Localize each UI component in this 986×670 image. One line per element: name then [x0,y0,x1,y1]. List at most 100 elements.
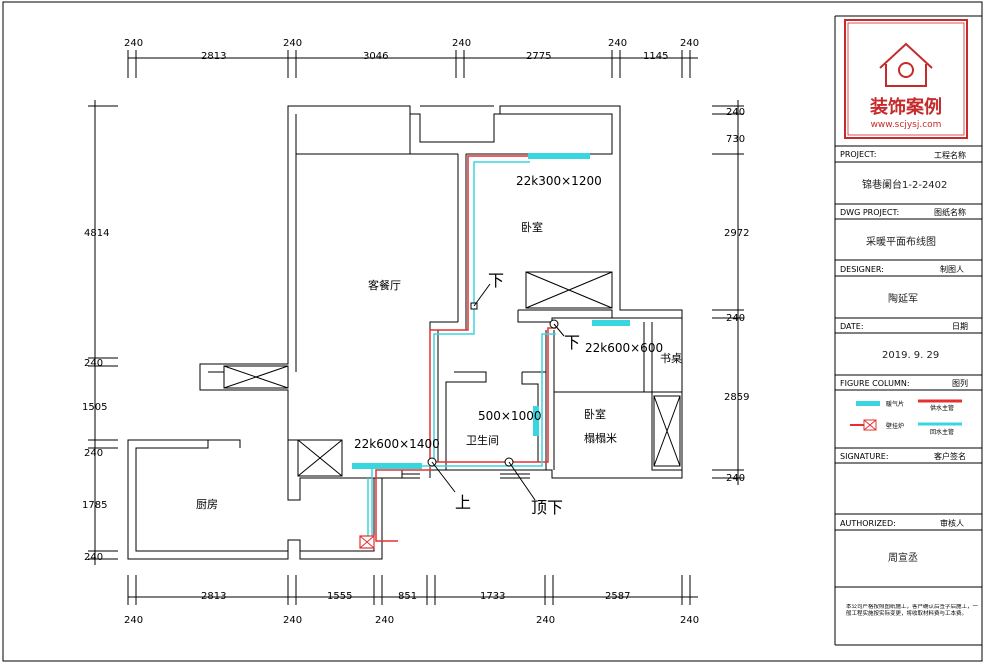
bedroom-top-wall [466,113,613,155]
dim-top-upper: 240 [124,38,143,49]
dim-right: 240 [726,107,745,118]
marker-top-down: 顶下 [531,498,563,517]
legend-boiler-icon [850,419,877,431]
balcony-top-left [295,114,411,155]
dim-right: 2972 [724,228,749,239]
dwg-value: 采暖平面布线图 [866,235,936,248]
logo-frame [844,19,968,139]
marker-down: 下 [488,271,504,290]
dim-bottom-upper: 851 [398,591,417,602]
marker-leaders [431,283,565,501]
room-label-kitchen: 厨房 [196,498,218,511]
logo-house-icon [879,42,933,87]
designer-label-cn: 制图人 [940,264,964,274]
radiators [352,153,630,469]
date-label: DATE: [840,322,864,331]
radiator-bathroom [533,406,539,436]
dim-top-upper: 240 [680,38,699,49]
radiator-spec-bedroom-bottom: 22k600×600 [585,341,663,355]
radiator-spec-bedroom-top: 22k300×1200 [516,174,602,188]
authorized-label: AUTHORIZED: [840,519,896,528]
designer-label: DESIGNER: [840,265,884,274]
dimension-labels: 240 240 240 240 240 2813 3046 2775 1145 … [82,38,749,626]
legend-return-text: 回水主管 [930,428,954,436]
dim-bottom-upper: 2813 [201,591,226,602]
dim-left: 240 [84,552,103,563]
wall-boiler [359,535,375,549]
dimension-lines [88,50,744,605]
return-pipe-branch [434,333,556,467]
title-block-rows [835,145,982,588]
dim-left: 1785 [82,500,107,511]
room-label-tatami: 榻榻米 [584,431,617,445]
dim-top-lower: 2813 [201,51,226,62]
dim-top-lower: 1145 [643,51,668,62]
dim-bottom-lower: 240 [124,615,143,626]
logo-text: 装饰案例 [870,96,942,118]
title-block-note: 本公司严格按照图纸施工，客户确认后签字后施工，一般工程实施按实际变更，将收取材料… [846,604,978,617]
dim-top-upper: 240 [283,38,302,49]
room-label-bedroom-top: 卧室 [521,220,543,234]
dim-bottom-lower: 240 [375,615,394,626]
room-label-living-dining: 客餐厅 [368,278,401,292]
supply-pipe [375,155,530,542]
radiator-living [352,463,422,469]
room-label-bathroom: 卫生间 [466,433,499,447]
marker-up: 上 [455,493,471,512]
dim-top-upper: 240 [452,38,471,49]
dim-bottom-upper: 1733 [480,591,505,602]
dim-right: 2859 [724,392,749,403]
date-label-cn: 日期 [952,322,968,331]
dwg-label: DWG PROJECT: [840,208,899,217]
dim-bottom-lower: 240 [283,615,302,626]
pipes [367,155,556,545]
logo-url: www.scjysj.com [871,120,942,130]
dim-right: 730 [726,134,745,145]
project-label: PROJECT: [840,150,876,159]
legend-radiator-text: 暖气片 [886,400,904,408]
signature-label: SIGNATURE: [840,452,889,461]
window-marks [402,105,530,479]
designer-value: 陶延军 [888,292,918,305]
project-value: 锦巷阑台1-2-2402 [862,178,947,191]
dim-left: 4814 [84,228,109,239]
dim-left: 240 [84,448,103,459]
dim-bottom-upper: 2587 [605,591,630,602]
radiator-spec-living: 22k600×1400 [354,437,440,451]
title-block: 装饰案例 www.scjysj.com PROJECT: 工程名称 锦巷阑台1-… [835,19,982,617]
dim-top-lower: 3046 [363,51,388,62]
marker-down-2: 下 [564,333,580,352]
dim-bottom-lower: 240 [536,615,555,626]
room-label-bedroom-bottom: 卧室 [584,407,606,421]
authorized-label-cn: 审核人 [940,518,964,528]
dim-right: 240 [726,313,745,324]
signature-label-cn: 客户签名 [934,451,966,461]
authorized-value: 周宣丞 [888,551,918,564]
radiator-spec-bathroom: 500×1000 [478,409,542,423]
dim-left: 1505 [82,402,107,413]
figure-label-cn: 图列 [952,378,968,388]
logo-frame-inner [847,22,965,136]
dim-top-lower: 2775 [526,51,551,62]
legend-hot-text: 供水主管 [930,404,954,412]
outer-wall [199,105,683,501]
note-text: 本公司严格按照图纸施工，客户确认后签字后施工，一般工程实施按实际变更，将收取材料… [846,604,978,617]
date-value: 2019. 9. 29 [882,350,939,361]
dim-right: 240 [726,473,745,484]
dim-bottom-lower: 240 [680,615,699,626]
radiator-bedroom-top [528,153,590,159]
room-label-study: 书桌 [660,352,682,365]
dim-top-upper: 240 [608,38,627,49]
legend-radiator-swatch [856,401,880,406]
dwg-label-cn: 图纸名称 [934,207,966,217]
legend-boiler-text: 壁挂炉 [886,422,904,430]
project-label-cn: 工程名称 [934,150,966,160]
radiator-bedroom-bottom [592,320,630,326]
dim-bottom-upper: 1555 [327,591,352,602]
dim-left: 240 [84,358,103,369]
windows-vents [223,271,681,477]
figure-label: FIGURE COLUMN: [840,379,910,388]
